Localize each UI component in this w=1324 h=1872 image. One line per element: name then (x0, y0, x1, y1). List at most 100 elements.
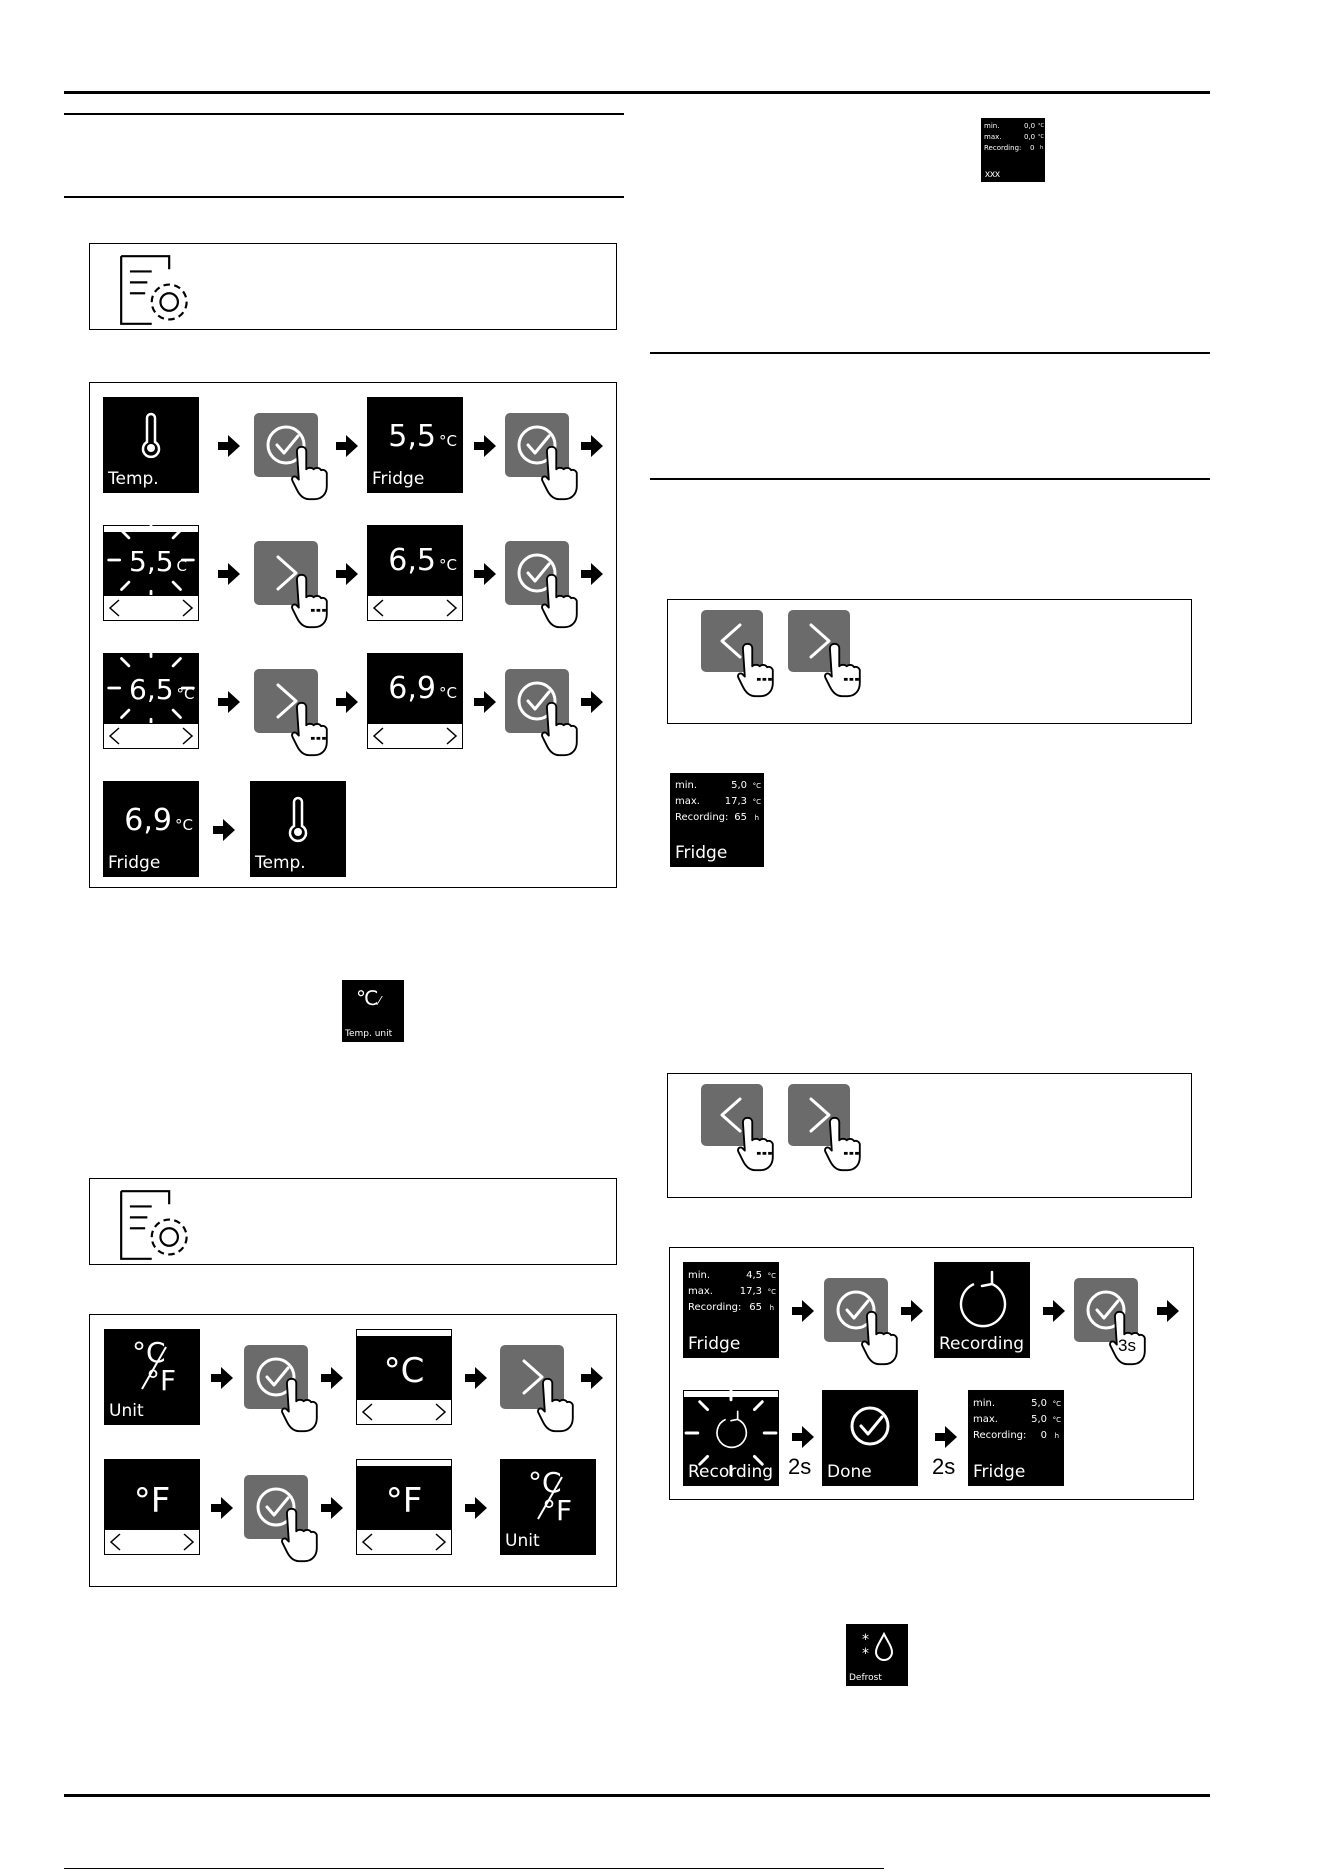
temp-unit-label: Temp. unit (345, 1029, 393, 1039)
new-temp-value: 6,9°C (388, 671, 457, 706)
left-section-rule-2 (64, 196, 624, 198)
arrow-right-icon (218, 563, 240, 585)
tap-hand-icon (541, 573, 578, 629)
next-button[interactable] (254, 669, 318, 733)
wait-duration-2s: 2s (788, 1454, 812, 1479)
unit-label: Unit (505, 1531, 540, 1551)
arrow-right-icon (336, 563, 358, 585)
reset-icon (959, 1270, 1007, 1328)
arrow-right-icon (1157, 1300, 1179, 1322)
check-icon (850, 1406, 890, 1446)
footer-rule (64, 1868, 884, 1869)
celsius-screen: °C (356, 1329, 452, 1425)
arrow-right-icon (792, 1300, 814, 1322)
arrow-bar (356, 1399, 452, 1425)
tap-hand-icon (537, 1377, 574, 1433)
unit-screen: °C°F Unit (500, 1459, 596, 1555)
top-rule (64, 91, 1210, 94)
hold-3s-hand: 3s (1108, 1310, 1152, 1368)
fridge-temp-value: 5,5°C (388, 419, 457, 454)
fridge-label: Fridge (372, 469, 425, 489)
hold-hand-icon (736, 642, 775, 698)
ok-button[interactable] (244, 1345, 308, 1409)
navigation-box-1 (667, 599, 1192, 724)
celsius-fahrenheit-icon: °C°F (132, 1336, 177, 1397)
defrost-icon: * * (862, 1631, 894, 1662)
tap-hand-icon (281, 1507, 318, 1563)
recording-label: Recording (688, 1462, 774, 1482)
arrow-right-icon (901, 1300, 923, 1322)
hold-hand-icon (736, 1116, 775, 1172)
ok-button[interactable] (244, 1475, 308, 1539)
ok-button[interactable] (824, 1278, 888, 1342)
celsius-fahrenheit-icon: ℃⁄ (356, 986, 381, 1010)
arrow-right-icon (213, 819, 235, 841)
ok-button[interactable] (505, 541, 569, 605)
arrow-right-icon (581, 1367, 603, 1389)
new-temp-screen: 6,9°C (367, 653, 463, 749)
ok-hold-button[interactable] (1074, 1278, 1138, 1342)
fridge-temp-screen: 6,9°C Fridge (103, 781, 199, 877)
temp-label: Temp. (108, 469, 159, 489)
reset-icon (716, 1410, 748, 1449)
right-section-rule-1 (650, 352, 1210, 354)
thermometer-icon (288, 796, 308, 843)
ok-button[interactable] (254, 413, 318, 477)
tap-hand-icon (291, 445, 328, 501)
fridge-label: Fridge (675, 843, 728, 863)
arrow-right-icon (581, 435, 603, 457)
xxx-label: xxx (985, 169, 1000, 180)
right-section-rule-2 (650, 478, 1210, 480)
fahrenheit-screen: °F (104, 1459, 200, 1555)
arrow-bar (103, 595, 199, 621)
recording-screen: Recording (934, 1262, 1030, 1358)
arrow-bar (103, 723, 199, 749)
done-label: Done (827, 1462, 872, 1482)
next-button[interactable] (254, 541, 318, 605)
fridge-label: Fridge (108, 853, 161, 873)
thermometer-icon (141, 412, 161, 459)
hold-hand-icon (823, 1116, 862, 1172)
settings-info-box-1 (89, 243, 617, 330)
next-button[interactable] (500, 1345, 564, 1409)
fahrenheit-value: °F (133, 1481, 171, 1521)
arrow-right-icon (474, 563, 496, 585)
arrow-bar (367, 723, 463, 749)
fridge-temp-screen: 5,5°C Fridge (367, 397, 463, 493)
defrost-label: Defrost (849, 1673, 882, 1683)
ok-button[interactable] (505, 669, 569, 733)
settings-document-icon (120, 255, 188, 325)
temp-screen: Temp. (103, 397, 199, 493)
defrost-icon-tile: * * Defrost (846, 1624, 908, 1686)
fridge-temp-value: 6,9°C (124, 803, 193, 838)
arrow-right-icon (465, 1367, 487, 1389)
unit-setting-sequence: °C°F Unit °C °F °F °C°F Unit (89, 1314, 617, 1587)
fahrenheit-confirm-screen: °F (356, 1459, 452, 1555)
settings-document-icon (120, 1190, 188, 1260)
fridge-label: Fridge (973, 1462, 1026, 1482)
svg-text:*: * (862, 1646, 869, 1662)
done-screen: Done (822, 1390, 918, 1486)
arrow-right-icon (336, 435, 358, 457)
arrow-right-icon (321, 1497, 343, 1519)
ok-button[interactable] (505, 413, 569, 477)
arrow-right-icon (218, 435, 240, 457)
arrow-right-icon (321, 1367, 343, 1389)
arrow-right-icon (581, 691, 603, 713)
arrow-bar (104, 1529, 200, 1555)
bottom-rule (64, 1794, 1210, 1797)
svg-text:*: * (862, 1632, 869, 1648)
arrow-right-icon (211, 1367, 233, 1389)
hold-hand-icon (290, 573, 329, 629)
arrow-right-icon (581, 563, 603, 585)
new-temp-screen: 6,5°C (367, 525, 463, 621)
arrow-right-icon (211, 1497, 233, 1519)
temp-unit-icon-tile: ℃⁄ Temp. unit (342, 980, 404, 1042)
arrow-right-icon (935, 1426, 957, 1448)
hold-hand-icon (823, 642, 862, 698)
